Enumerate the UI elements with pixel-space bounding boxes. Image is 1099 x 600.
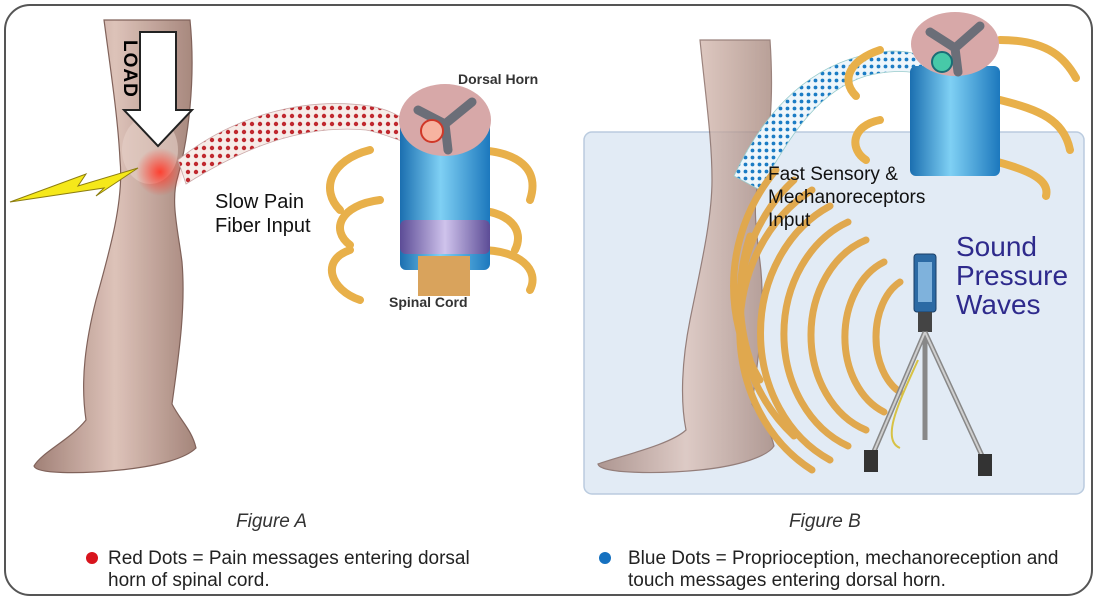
load-label: LOAD (118, 40, 140, 98)
figure-b-caption: Figure B (789, 511, 861, 533)
fast-sensory-label: Fast Sensory & Mechanoreceptors Input (768, 163, 968, 232)
figure-a-caption: Figure A (236, 511, 307, 533)
pain-fiber (178, 104, 416, 184)
legend-red: Red Dots = Pain messages entering dorsal… (108, 548, 488, 592)
spinal-cord-label: Spinal Cord (389, 294, 468, 310)
slow-pain-label: Slow Pain Fiber Input (215, 190, 325, 238)
pain-spot (136, 148, 184, 196)
dorsal-horn-label: Dorsal Horn (458, 71, 538, 87)
sound-waves-label: Sound Pressure Waves (956, 232, 1056, 319)
red-dot-icon (86, 552, 98, 564)
blue-dot-icon (599, 552, 611, 564)
legend-blue: Blue Dots = Proprioception, mechanorecep… (628, 548, 1098, 592)
figure-a-illustration (10, 20, 533, 473)
